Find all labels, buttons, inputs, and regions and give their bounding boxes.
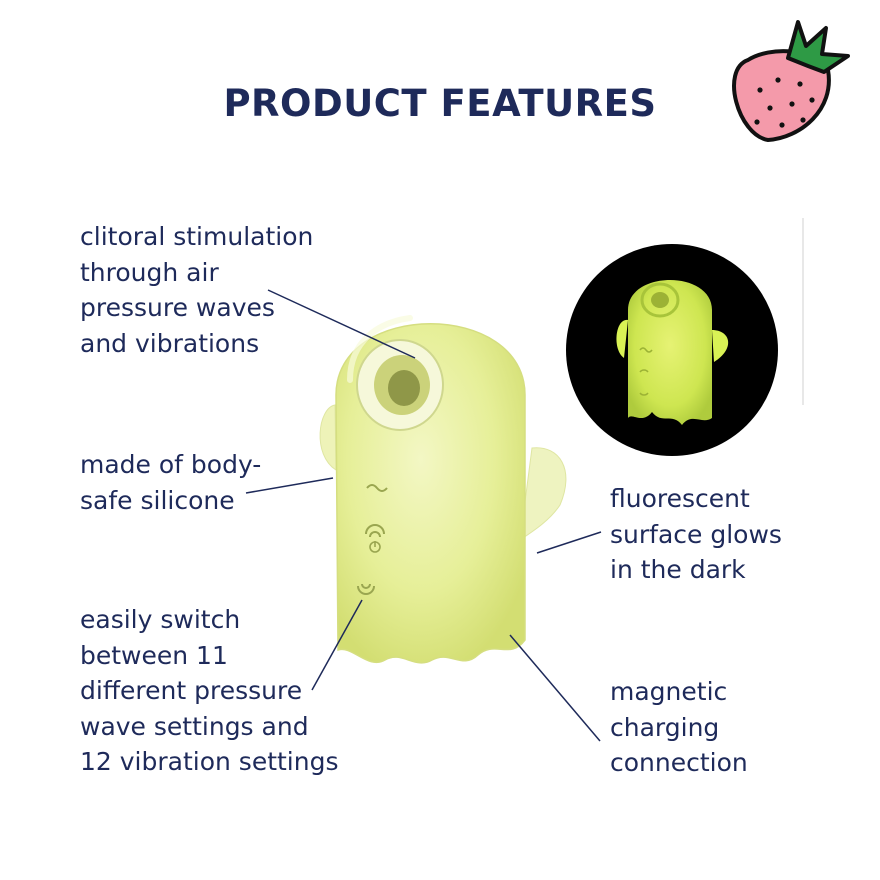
product-image	[319, 315, 567, 664]
feature-line: pressure waves	[80, 293, 275, 322]
feature-line: charging	[610, 712, 720, 742]
feature-line: connection	[610, 748, 748, 777]
feature-line: 12 vibration settings	[80, 747, 339, 776]
strawberry-logo-icon	[732, 20, 850, 143]
vibration-icon	[357, 583, 375, 595]
feature-line: and vibrations	[80, 328, 260, 358]
feature-line: through air	[80, 257, 219, 287]
feature-settings: easily switch between 11 different press…	[80, 602, 339, 780]
feature-line: surface glows	[610, 519, 782, 549]
feature-silicone: made of body- safe silicone	[80, 447, 261, 518]
wave-icon	[366, 484, 388, 492]
feature-air-pulse: clitoral stimulation through air pressur…	[80, 219, 313, 361]
feature-line: safe silicone	[80, 485, 235, 515]
feature-charging: magnetic charging connection	[610, 674, 748, 781]
power-icon	[365, 524, 385, 553]
page-title: PRODUCT FEATURES	[223, 82, 657, 125]
glow-in-dark-inset	[566, 218, 804, 456]
feature-line: clitoral stimulation	[80, 222, 314, 251]
feature-line: wave settings and	[80, 711, 309, 741]
feature-line: magnetic	[610, 677, 728, 706]
callout-lines	[245, 289, 602, 742]
feature-glow: fluorescent surface glows in the dark	[610, 481, 782, 588]
feature-line: in the dark	[610, 555, 746, 584]
feature-line: different pressure	[80, 676, 303, 705]
feature-line: easily switch	[80, 605, 241, 634]
feature-line: made of body-	[80, 450, 262, 479]
feature-line: fluorescent	[610, 484, 750, 513]
feature-line: between 11	[80, 640, 228, 670]
